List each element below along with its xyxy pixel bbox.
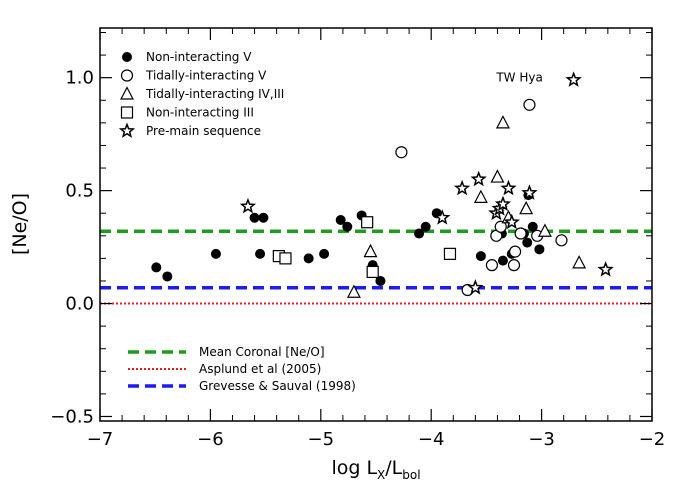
data-point-s0-6 (303, 253, 314, 264)
data-point-s0-1 (162, 271, 173, 282)
data-point-s0-4 (258, 212, 269, 223)
annotations: TW Hya (495, 71, 543, 85)
data-point-s0-8 (335, 214, 346, 225)
y-tick-label: 0.0 (65, 294, 94, 315)
data-point-s0-14 (420, 221, 431, 232)
data-point-s4-12 (597, 261, 614, 277)
data-point-s3-1 (279, 252, 292, 265)
data-point-s0-18 (497, 255, 508, 266)
x-axis-title: log LX/Lbol (331, 457, 420, 482)
annotation-label: TW Hya (495, 71, 543, 85)
data-point-s4-3 (470, 170, 487, 187)
data-point-s0-16 (475, 251, 486, 262)
data-point-s4-11 (565, 71, 582, 87)
legend-marker (120, 106, 134, 119)
x-tick-label: −2 (639, 429, 666, 450)
reference-legend-label: Asplund et al (2005) (199, 362, 321, 376)
data-point-s0-12 (375, 275, 386, 286)
data-point-s1-10 (555, 234, 568, 247)
y-tick-label: −0.5 (50, 406, 94, 427)
data-point-s0-23 (527, 221, 538, 232)
data-point-s2-7 (537, 223, 552, 237)
data-point-s4-9 (503, 213, 520, 230)
y-tick-label: 1.0 (65, 68, 94, 89)
data-point-s4-10 (521, 184, 538, 200)
x-tick-label: −3 (528, 429, 555, 450)
legend-marker (122, 52, 132, 62)
y-axis-title: [Ne/O] (9, 193, 31, 255)
data-point-s2-4 (490, 169, 505, 183)
data-point-s0-3 (249, 212, 260, 223)
legend-label: Tidally-interacting V (145, 69, 267, 83)
data-point-s2-3 (495, 115, 510, 129)
data-point-s1-0 (395, 146, 408, 159)
reference-lines (100, 229, 652, 305)
data-point-s1-5 (494, 220, 507, 233)
x-tick-label: −4 (418, 429, 445, 450)
data-point-s1-7 (509, 245, 522, 258)
legend-label: Tidally-interacting IV,III (145, 87, 284, 101)
data-point-s4-0 (239, 197, 257, 214)
plot-frame (99, 27, 653, 422)
data-point-s0-0 (151, 262, 162, 273)
data-point-s3-4 (443, 247, 457, 260)
data-point-s0-25 (534, 244, 545, 255)
data-point-s1-6 (507, 259, 521, 272)
data-point-s3-3 (366, 265, 379, 279)
data-point-s1-1 (523, 98, 536, 111)
reference-line-legend: Mean Coronal [Ne/O] Asplund et al (2005) G… (128, 345, 356, 393)
data-point-s2-1 (363, 243, 378, 258)
legend-label: Non-interacting V (146, 50, 252, 64)
legend-label: Pre-main sequence (146, 124, 261, 138)
x-tick-label: −6 (197, 429, 224, 450)
data-point-s4-4 (467, 279, 484, 295)
data-point-s2-8 (572, 255, 587, 269)
data-point-s2-0 (346, 284, 361, 298)
legend-marker (120, 69, 134, 82)
data-point-s4-2 (453, 179, 471, 196)
data-point-s0-13 (414, 228, 425, 239)
data-point-s4-1 (434, 209, 451, 225)
data-point-s1-3 (485, 259, 499, 272)
data-point-s2-6 (519, 200, 534, 215)
data-point-s3-2 (361, 216, 374, 229)
tick-labels: −7 −6 −5 −4 −3 −2 −0.5 0.0 0.5 1.0 (50, 68, 665, 450)
legend-marker (118, 122, 136, 138)
legend-marker (120, 86, 134, 100)
data-point-s1-8 (514, 227, 527, 240)
data-point-s0-2 (210, 248, 221, 259)
legend: Non-interacting V Tidally-interacting V Ti… (118, 50, 284, 138)
reference-legend-label: Grevesse & Sauval (1998) (199, 379, 356, 393)
x-tick-label: −7 (87, 429, 114, 450)
data-point-s0-21 (522, 237, 533, 248)
data-point-s4-8 (500, 179, 517, 196)
data-points (151, 71, 614, 298)
x-tick-label: −5 (308, 429, 335, 450)
reference-legend-label: Mean Coronal [Ne/O] (199, 345, 325, 359)
axis-ticks (99, 28, 653, 421)
data-point-s2-2 (473, 189, 488, 203)
data-point-s0-7 (319, 248, 330, 259)
data-point-s4-7 (494, 195, 512, 212)
data-point-s0-5 (255, 248, 266, 259)
legend-label: Non-interacting III (146, 106, 254, 120)
data-point-s0-9 (342, 221, 353, 232)
y-tick-label: 0.5 (65, 181, 94, 202)
